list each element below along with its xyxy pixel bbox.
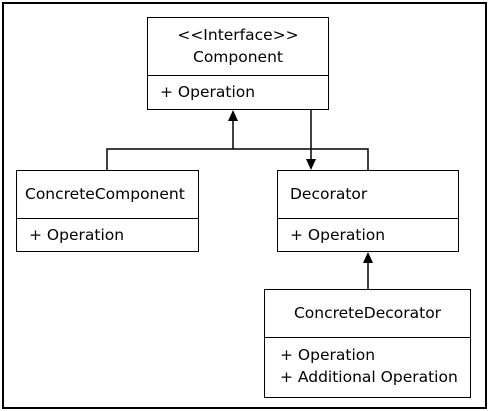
operations-list: + Operation [17, 219, 198, 246]
class-name: ConcreteComponent [25, 185, 185, 203]
class-box-decorator: Decorator + Operation [277, 170, 459, 252]
class-header: ConcreteDecorator [265, 290, 470, 338]
class-name: Component [193, 48, 283, 66]
inheritance-line-decorator [233, 148, 369, 170]
operation-item: + Additional Operation [280, 368, 458, 386]
stereotype-label: <<Interface>> [177, 26, 299, 44]
operations-list: + Operation + Additional Operation [265, 338, 470, 388]
operation-item: + Operation [280, 346, 376, 364]
operation-item: + Operation [160, 83, 256, 101]
operation-item: + Operation [290, 226, 386, 244]
class-header: <<Interface>> Component [148, 18, 328, 76]
arrowhead-down-decorator [306, 159, 316, 170]
inheritance-line-concrete-component [106, 148, 233, 170]
arrowhead-up-decorator [363, 252, 373, 263]
arrowhead-up-component [228, 110, 238, 121]
class-box-component: <<Interface>> Component + Operation [147, 17, 329, 110]
class-name: Decorator [290, 185, 368, 203]
operation-item: + Operation [29, 226, 125, 244]
class-header: Decorator [278, 171, 458, 219]
class-header: ConcreteComponent [17, 171, 198, 219]
operations-list: + Operation [278, 219, 458, 246]
operations-list: + Operation [148, 76, 328, 103]
class-name: ConcreteDecorator [293, 304, 442, 322]
class-box-concrete-component: ConcreteComponent + Operation [16, 170, 199, 252]
class-box-concrete-decorator: ConcreteDecorator + Operation + Addition… [264, 289, 471, 398]
